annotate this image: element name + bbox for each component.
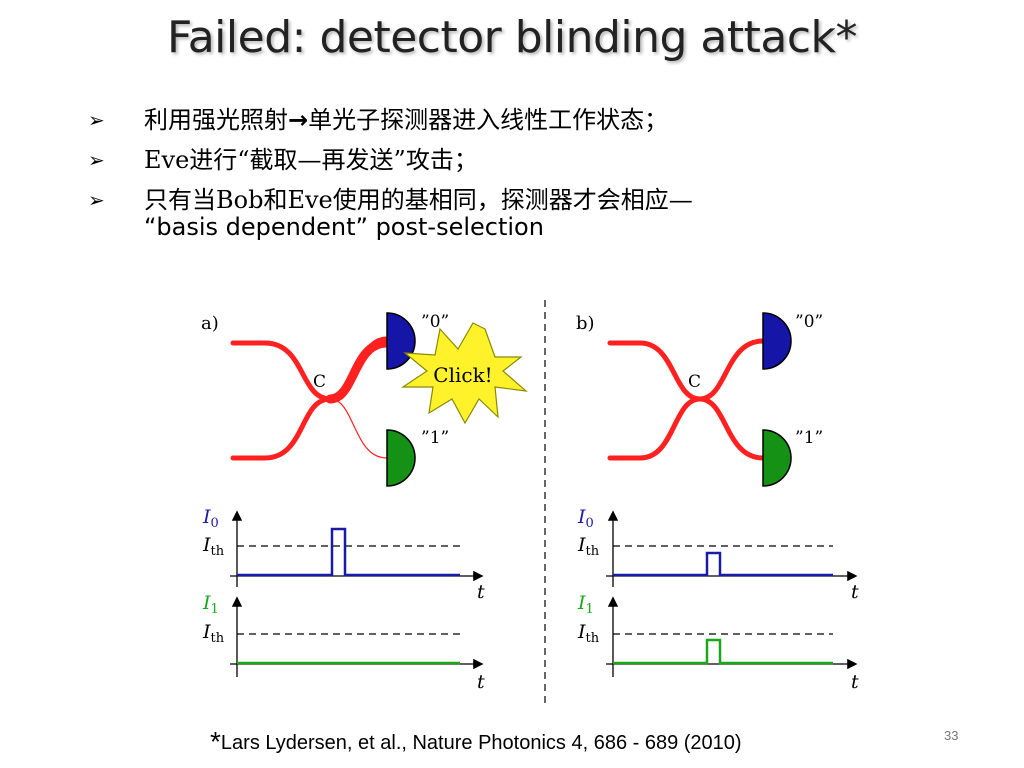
blinding-attack-figure: a) C Click! ”0” ”1” I0 Ith t (201, 300, 859, 705)
panel-b: b) C ”0” ”1” I0 Ith t I1 Ith t (576, 312, 859, 693)
citation: *Lars Lydersen, et al., Nature Photonics… (210, 726, 742, 758)
plot-i0-b: I0 Ith t (577, 506, 859, 603)
fiber-coupler-b (607, 338, 766, 461)
slide-number: 33 (944, 728, 959, 743)
signal-trace (237, 527, 460, 577)
detector-1-label: ”1” (795, 428, 823, 448)
panel-b-label: b) (576, 313, 595, 334)
bullet-text: 利用强光照射 (144, 106, 288, 134)
right-arrow-icon: → (288, 106, 309, 134)
bullet-text: 只有当Bob和Eve使用的基相同，探测器才会相应— (144, 186, 693, 214)
click-burst-label: Click! (433, 363, 492, 387)
panel-a-label: a) (201, 313, 219, 334)
detector-0-icon (386, 312, 416, 370)
y-label: I1 (202, 592, 219, 617)
bullet-arrow-icon: ➢ (88, 148, 105, 172)
x-label: t (477, 671, 485, 693)
bullet-text-continued: 单光子探测器进入线性工作状态； (308, 106, 669, 134)
threshold-label: Ith (577, 534, 600, 559)
signal-trace (613, 551, 833, 577)
detector-0-label: ”0” (795, 312, 823, 332)
plot-i0-a: I0 Ith t (202, 506, 485, 603)
y-label: I0 (577, 506, 594, 531)
bullet-continuation: “basis dependent” post-selection (144, 213, 544, 241)
x-label: t (477, 581, 485, 603)
fiber-coupler-a (230, 336, 392, 461)
plot-i1-b: I1 Ith t (577, 592, 859, 693)
detector-1-icon (386, 429, 416, 487)
bullet-item: ➢ 只有当Bob和Eve使用的基相同，探测器才会相应— “basis depen… (82, 180, 962, 240)
bullet-arrow-icon: ➢ (88, 108, 105, 132)
signal-trace (613, 638, 833, 665)
bullet-text: Eve进行“截取—再发送”攻击； (144, 146, 478, 174)
y-label: I0 (202, 506, 219, 531)
coupler-label: C (688, 372, 701, 392)
x-label: t (851, 581, 859, 603)
detector-0-icon (762, 312, 792, 370)
detector-1-label: ”1” (421, 428, 449, 448)
detector-0-label: ”0” (421, 312, 449, 332)
threshold-label: Ith (202, 621, 225, 646)
bullet-item: ➢ 利用强光照射→单光子探测器进入线性工作状态； (82, 100, 962, 140)
slide-title: Failed: detector blinding attack* (166, 12, 858, 63)
citation-text: Lars Lydersen, et al., Nature Photonics … (220, 732, 742, 754)
threshold-label: Ith (577, 621, 600, 646)
plot-i1-a: I1 Ith t (202, 592, 485, 693)
click-burst-icon (401, 322, 528, 425)
bullet-item: ➢ Eve进行“截取—再发送”攻击； (82, 140, 962, 180)
threshold-label: Ith (202, 534, 225, 559)
x-label: t (851, 671, 859, 693)
citation-star: * (210, 726, 221, 757)
detector-1-icon (762, 429, 792, 487)
panel-a: a) C Click! ”0” ”1” I0 Ith t (201, 312, 528, 693)
bullet-list: ➢ 利用强光照射→单光子探测器进入线性工作状态； ➢ Eve进行“截取—再发送”… (82, 100, 962, 240)
bullet-arrow-icon: ➢ (88, 188, 105, 212)
coupler-label: C (313, 372, 326, 392)
y-label: I1 (577, 592, 594, 617)
